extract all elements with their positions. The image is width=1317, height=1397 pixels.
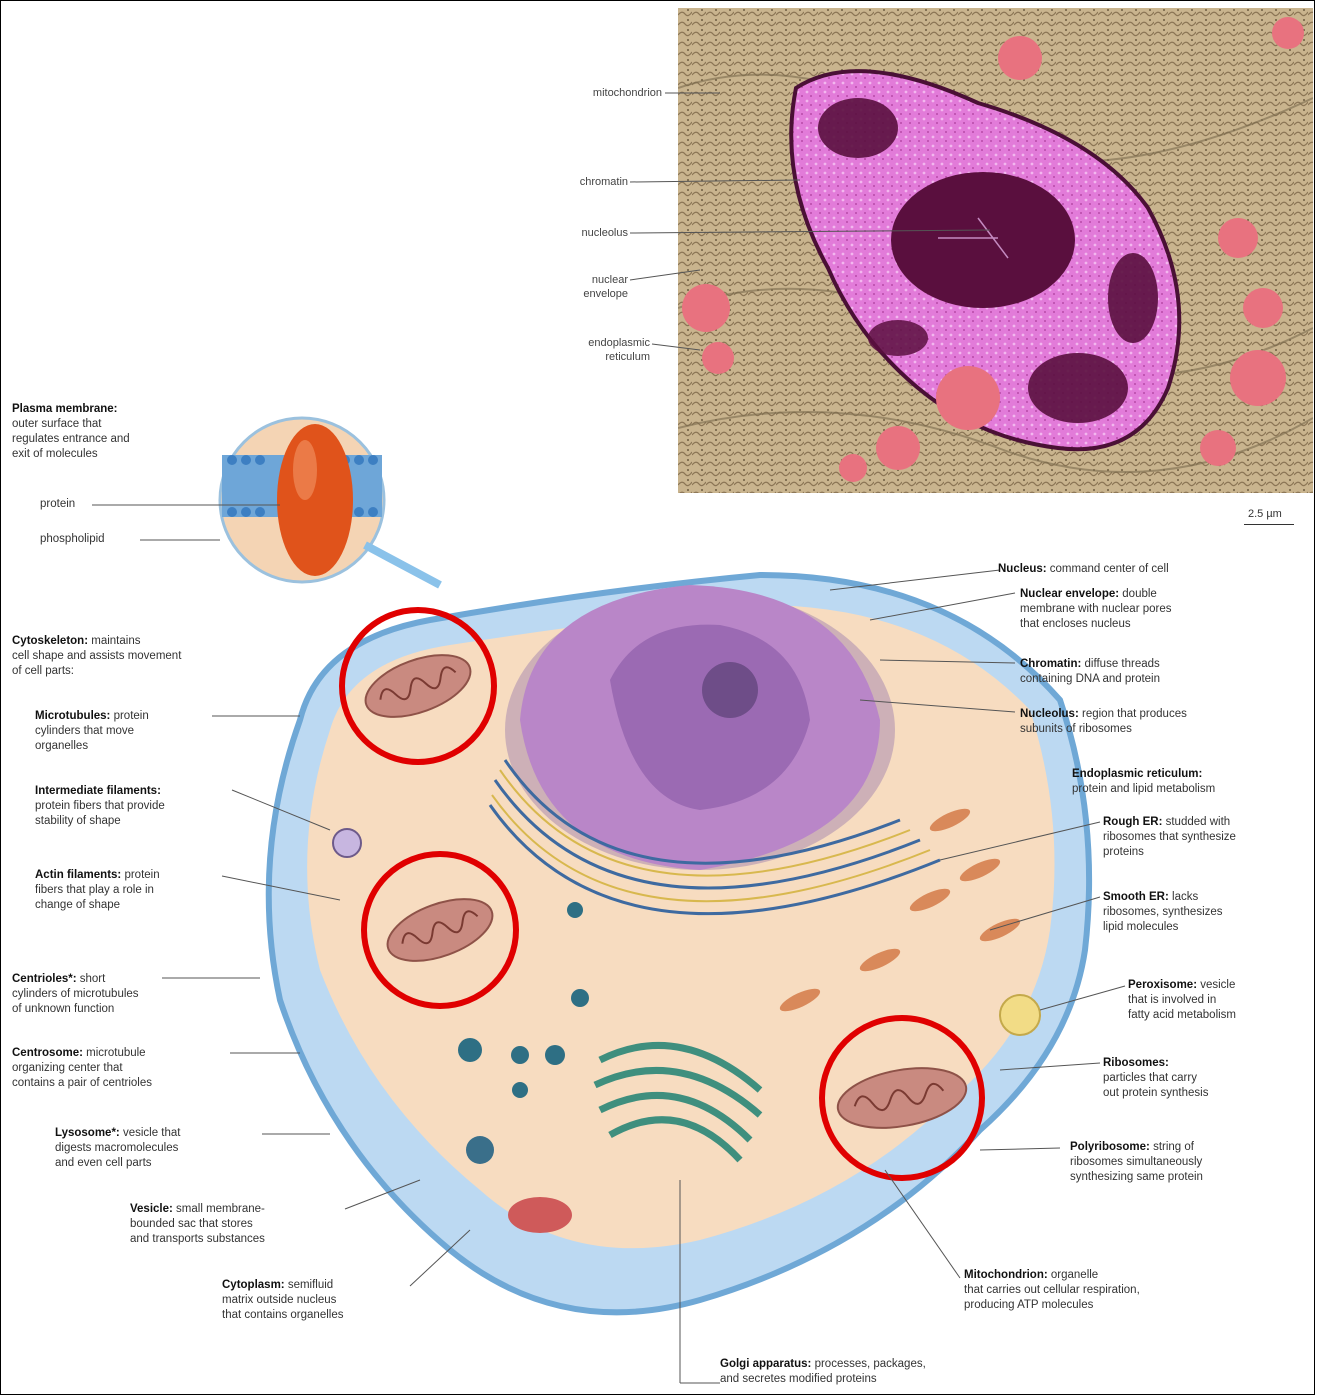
label-chromatin: Chromatin: diffuse threads containing DN… (1020, 657, 1290, 687)
label-mitochondrion: Mitochondrion: organelle that carries ou… (964, 1268, 1264, 1313)
label-smooth-er: Smooth ER: lacks ribosomes, synthesizes … (1103, 890, 1308, 935)
label-peroxisome: Peroxisome: vesicle that is involved in … (1128, 978, 1313, 1023)
label-phospholipid: phospholipid (40, 532, 105, 547)
label-plasma-membrane: Plasma membrane: outer surface that regu… (12, 402, 212, 462)
label-microtubules: Microtubules: protein cylinders that mov… (35, 709, 215, 754)
label-protein: protein (40, 497, 75, 512)
label-nucleolus: Nucleolus: region that produces subunits… (1020, 707, 1310, 737)
label-golgi-apparatus: Golgi apparatus: processes, packages, an… (720, 1357, 1050, 1387)
label-nuclear-envelope: Nuclear envelope: double membrane with n… (1020, 587, 1290, 632)
label-centrosome: Centrosome: microtubule organizing cente… (12, 1046, 252, 1091)
label-cytoskeleton: Cytoskeleton: maintains cell shape and a… (12, 634, 282, 679)
label-centrioles: Centrioles*: short cylinders of microtub… (12, 972, 212, 1017)
label-actin-filaments: Actin filaments: protein fibers that pla… (35, 868, 235, 913)
label-cytoplasm: Cytoplasm: semifluid matrix outside nucl… (222, 1278, 422, 1323)
label-vesicle: Vesicle: small membrane- bounded sac tha… (130, 1202, 350, 1247)
micrograph-leader-lines (630, 93, 990, 350)
label-polyribosome: Polyribosome: string of ribosomes simult… (1070, 1140, 1310, 1185)
label-rough-er: Rough ER: studded with ribosomes that sy… (1103, 815, 1308, 860)
label-nucleus: Nucleus: command center of cell (998, 562, 1298, 577)
label-ribosomes: Ribosomes: particles that carry out prot… (1103, 1056, 1308, 1101)
label-endoplasmic-reticulum: Endoplasmic reticulum: protein and lipid… (1072, 767, 1307, 797)
label-intermediate-filaments: Intermediate filaments: protein fibers t… (35, 784, 235, 829)
plasma-membrane-inset (220, 418, 440, 585)
label-lysosome: Lysosome*: vesicle that digests macromol… (55, 1126, 275, 1171)
